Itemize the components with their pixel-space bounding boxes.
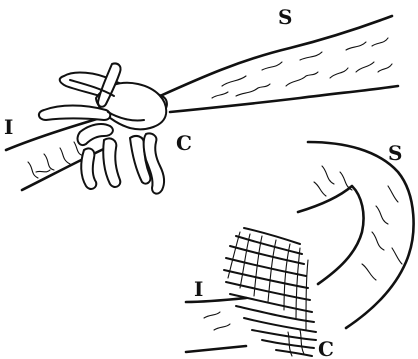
label-bottom-stomach: S (388, 141, 402, 165)
top-caeca-coils (39, 63, 167, 193)
top-specimen (6, 16, 398, 194)
top-stomach-tube (160, 16, 398, 112)
label-top-stomach: S (278, 5, 292, 29)
label-top-caeca: C (176, 131, 192, 155)
label-bottom-caeca: C (318, 337, 334, 359)
bottom-caeca-bundle (224, 228, 316, 356)
label-top-intestine: I (4, 115, 13, 139)
label-bottom-intestine: I (194, 277, 203, 301)
bottom-specimen (186, 142, 414, 356)
bottom-stomach-tube (298, 142, 414, 328)
